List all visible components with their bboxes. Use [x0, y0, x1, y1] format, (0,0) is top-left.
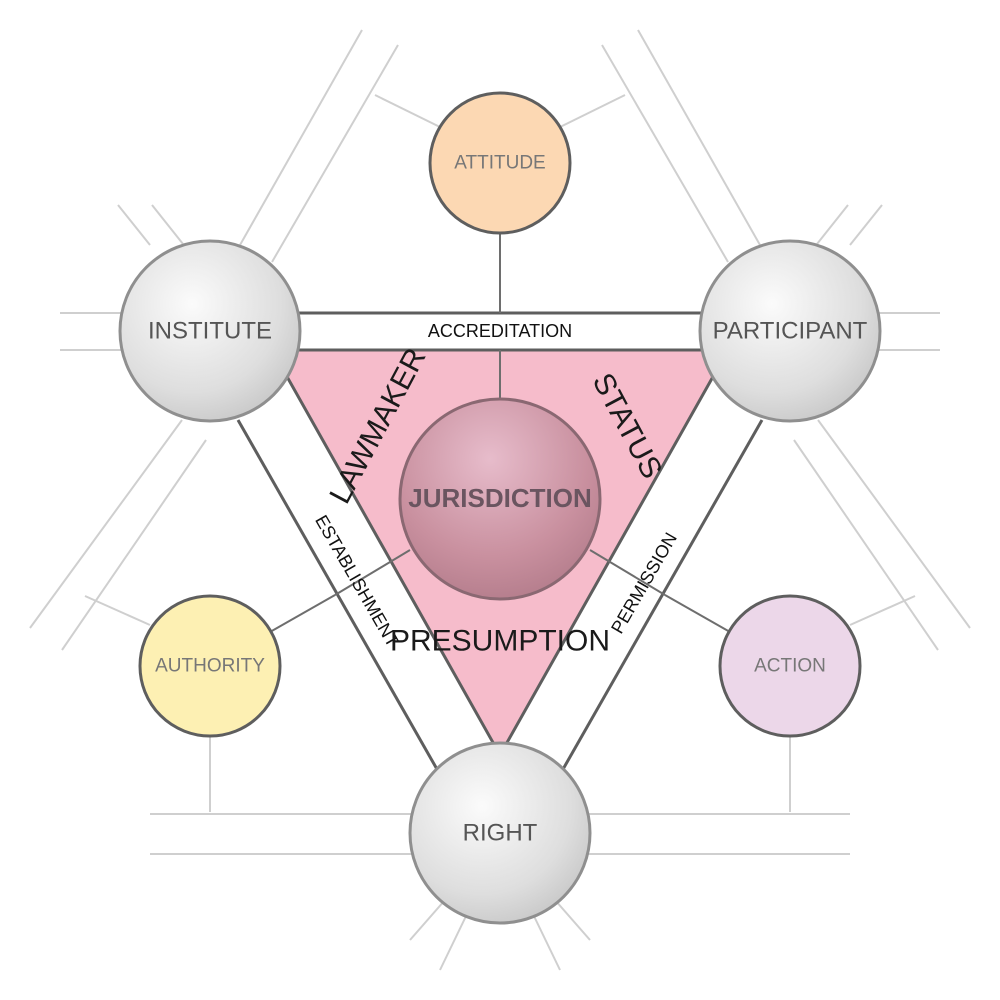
action-label: ACTION: [754, 656, 826, 677]
right-label: RIGHT: [463, 820, 538, 847]
participant-node[interactable]: [698, 239, 882, 423]
authority-node[interactable]: [138, 594, 282, 738]
attitude-label: ATTITUDE: [454, 153, 545, 174]
action-node[interactable]: [718, 594, 862, 738]
institute-label: INSTITUTE: [148, 318, 272, 345]
right-node[interactable]: [408, 741, 592, 925]
jurisdiction-label: JURISDICTION: [408, 483, 591, 513]
edge-label-accreditation: ACCREDITATION: [428, 321, 572, 341]
region-label-presumption: PRESUMPTION: [390, 625, 610, 658]
participant-label: PARTICIPANT: [713, 318, 868, 345]
institute-node[interactable]: [118, 239, 302, 423]
attitude-node[interactable]: [428, 91, 572, 235]
spokes: [269, 232, 731, 633]
jurisdiction-node[interactable]: [398, 397, 602, 601]
authority-label: AUTHORITY: [155, 656, 265, 677]
